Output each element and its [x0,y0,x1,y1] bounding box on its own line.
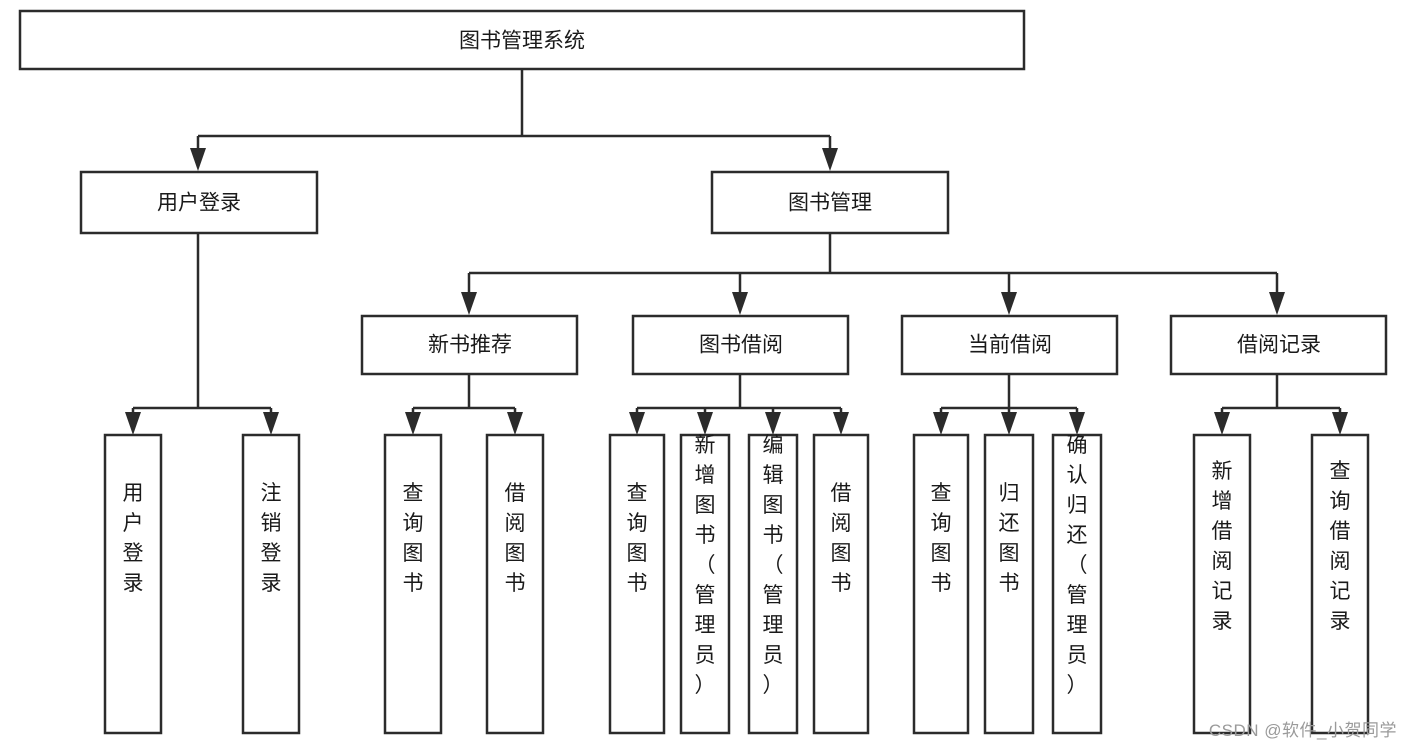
node-user-login[interactable]: 用户登录 [79,170,319,235]
leaf-user-login-box[interactable] [103,433,163,735]
leaf-borrow-book-2-label: 借阅图书 [831,482,852,595]
arrowhead-book-manage [822,148,838,171]
node-book-manage[interactable]: 图书管理 [710,170,950,235]
node-new-book-recommend[interactable]: 新书推荐 [360,314,579,376]
leaf-query-book-2-label: 查询图书 [627,482,648,595]
node-borrow-record[interactable]: 借阅记录 [1169,314,1388,376]
leaf-user-logout-box[interactable] [241,433,301,735]
leaf-add-book-box[interactable] [679,433,731,735]
leaf-add-record-box[interactable] [1192,433,1252,735]
leaf-add-book-label: 新增图书（管理员） [695,434,716,697]
leaf-user-login-label: 用户登录 [123,482,144,595]
leaf-query-book-2-box[interactable] [608,433,666,735]
user-login-box[interactable] [79,170,319,235]
leaf-query-book-1-box[interactable] [383,433,443,735]
arrowhead-borrow-record [1269,292,1285,315]
leaf-borrow-book-1-box[interactable] [485,433,545,735]
arrowhead-book-borrow [732,292,748,315]
leaf-edit-book-box[interactable] [747,433,799,735]
leaf-query-book-1-label: 查询图书 [403,482,424,595]
current-borrow-label: 当前借阅 [968,334,1052,357]
leaf-confirm-return[interactable]: 确认归还（管理员） [1051,433,1103,735]
arrowhead-leaf-add-book [697,412,713,435]
leaf-borrow-book-1-label: 借阅图书 [505,482,526,595]
leaf-query-record-label: 查询借阅记录 [1330,460,1351,633]
new-book-recommend-box[interactable] [360,314,579,376]
leaf-borrow-book-2[interactable]: 借阅图书 [812,433,870,735]
leaf-user-logout[interactable]: 注销登录 [241,433,301,735]
arrowhead-new-book-recommend [461,292,477,315]
leaf-confirm-return-box[interactable] [1051,433,1103,735]
borrow-record-label: 借阅记录 [1237,334,1321,357]
arrowhead-leaf-add-record [1214,412,1230,435]
leaf-query-book-1[interactable]: 查询图书 [383,433,443,735]
arrowhead-leaf-borrow-book-1 [507,412,523,435]
new-book-recommend-label: 新书推荐 [428,334,512,357]
leaf-return-book-box[interactable] [983,433,1035,735]
node-book-borrow[interactable]: 图书借阅 [631,314,850,376]
leaf-query-book-3[interactable]: 查询图书 [912,433,970,735]
arrowhead-leaf-query-book-2 [629,412,645,435]
root-label: 图书管理系统 [459,30,585,53]
node-root[interactable]: 图书管理系统 [18,9,1026,71]
arrowhead-leaf-query-book-1 [405,412,421,435]
arrowhead-user-login [190,148,206,171]
leaf-add-record[interactable]: 新增借阅记录 [1192,433,1252,735]
leaf-query-record-box[interactable] [1310,433,1370,735]
leaf-query-book-2[interactable]: 查询图书 [608,433,666,735]
book-manage-label: 图书管理 [788,192,872,215]
user-login-label: 用户登录 [157,192,241,215]
connector-layer [125,70,1348,435]
leaf-user-login[interactable]: 用户登录 [103,433,163,735]
leaf-borrow-book-2-box[interactable] [812,433,870,735]
borrow-record-box[interactable] [1169,314,1388,376]
leaf-borrow-book-1[interactable]: 借阅图书 [485,433,545,735]
root-box[interactable] [18,9,1026,71]
arrowhead-leaf-query-book-3 [933,412,949,435]
arrowhead-leaf-query-record [1332,412,1348,435]
current-borrow-box[interactable] [900,314,1119,376]
leaf-return-book[interactable]: 归还图书 [983,433,1035,735]
leaf-edit-book-label: 编辑图书（管理员） [763,434,784,697]
node-current-borrow[interactable]: 当前借阅 [900,314,1119,376]
leaf-query-record[interactable]: 查询借阅记录 [1310,433,1370,735]
leaf-edit-book[interactable]: 编辑图书（管理员） [747,433,799,735]
leaf-user-logout-label: 注销登录 [261,482,282,595]
leaf-confirm-return-label: 确认归还（管理员） [1067,434,1088,697]
arrowhead-leaf-confirm-return [1069,412,1085,435]
arrowhead-current-borrow [1001,292,1017,315]
leaf-add-book[interactable]: 新增图书（管理员） [679,433,731,735]
book-manage-box[interactable] [710,170,950,235]
arrowhead-leaf-user-logout [263,412,279,435]
arrowhead-leaf-user-login [125,412,141,435]
leaf-query-book-3-box[interactable] [912,433,970,735]
csdn-watermark: CSDN @软件_小贺同学 [1208,721,1397,740]
leaf-query-book-3-label: 查询图书 [931,482,952,595]
book-borrow-label: 图书借阅 [699,334,783,357]
arrowhead-leaf-return-book [1001,412,1017,435]
book-borrow-box[interactable] [631,314,850,376]
arrowhead-leaf-borrow-book-2 [833,412,849,435]
leaf-add-record-label: 新增借阅记录 [1212,460,1233,633]
arrowhead-leaf-edit-book [765,412,781,435]
leaf-return-book-label: 归还图书 [999,482,1020,595]
